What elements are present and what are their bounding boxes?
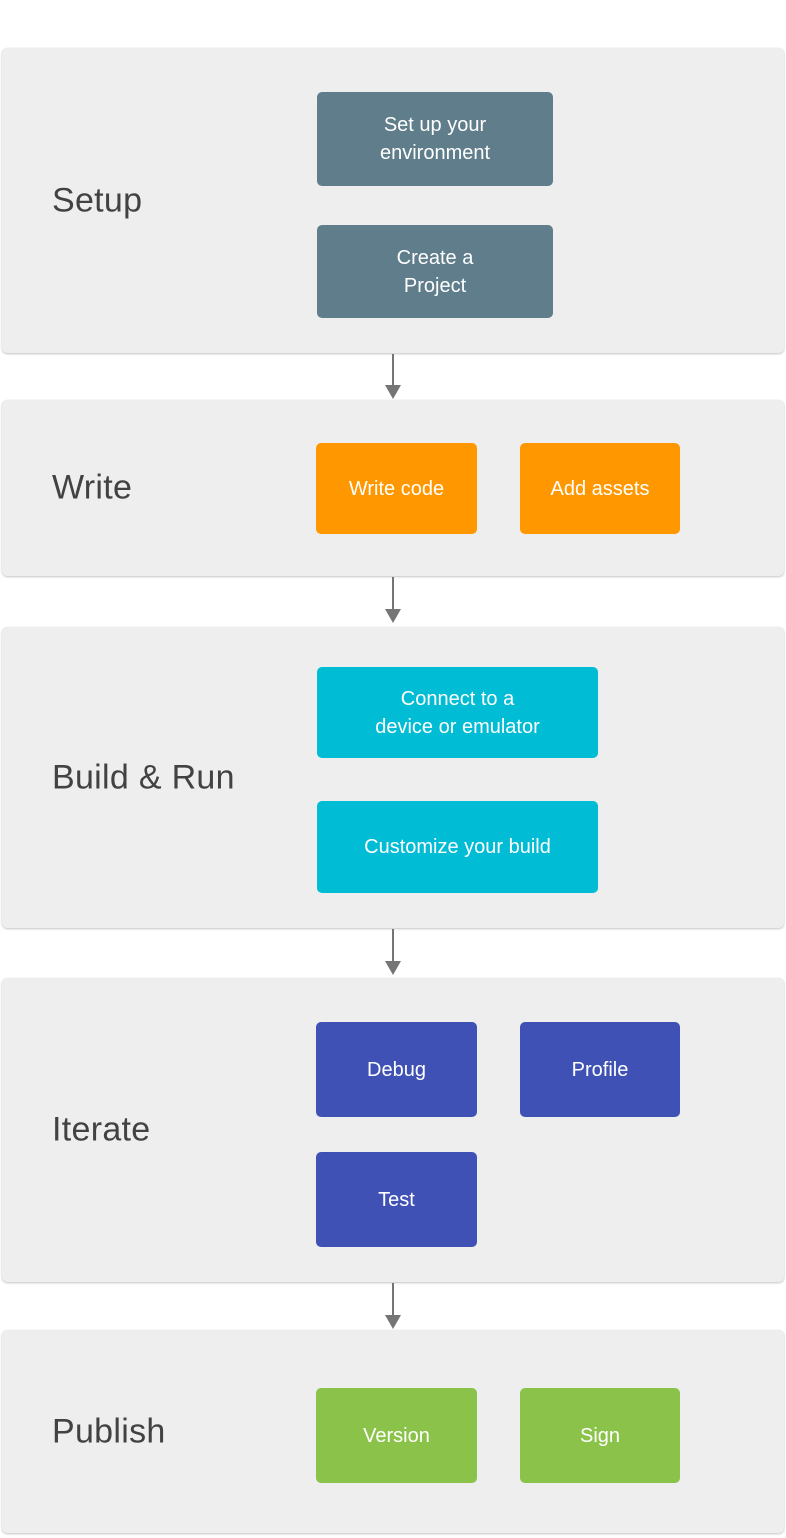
arrow-shaft <box>392 577 394 609</box>
arrow-head-icon <box>385 961 401 975</box>
node-customize-your-build[interactable]: Customize your build <box>317 801 598 893</box>
arrow-head-icon <box>385 609 401 623</box>
section-label-publish: Publish <box>52 1412 166 1450</box>
node-version[interactable]: Version <box>316 1388 477 1483</box>
flow-arrow-1 <box>385 354 401 399</box>
section-label-iterate: Iterate <box>52 1110 151 1149</box>
node-profile[interactable]: Profile <box>520 1022 680 1117</box>
section-build-run: Build & Run Connect to a device or emulat… <box>2 627 784 928</box>
node-connect-to-a-device-or-emulator[interactable]: Connect to a device or emulator <box>317 667 598 758</box>
node-add-assets[interactable]: Add assets <box>520 443 680 534</box>
node-sign[interactable]: Sign <box>520 1388 680 1483</box>
arrow-head-icon <box>385 1315 401 1329</box>
node-write-code[interactable]: Write code <box>316 443 477 534</box>
section-label-write: Write <box>52 468 133 507</box>
section-publish: Publish Version Sign <box>2 1330 784 1533</box>
node-set-up-your-environment[interactable]: Set up your environment <box>317 92 553 186</box>
arrow-head-icon <box>385 385 401 399</box>
arrow-shaft <box>392 354 394 385</box>
flow-arrow-2 <box>385 577 401 623</box>
arrow-shaft <box>392 1283 394 1315</box>
section-write: Write Write code Add assets <box>2 400 784 576</box>
node-create-a-project[interactable]: Create a Project <box>317 225 553 318</box>
section-label-setup: Setup <box>52 181 143 219</box>
node-test[interactable]: Test <box>316 1152 477 1247</box>
node-debug[interactable]: Debug <box>316 1022 477 1117</box>
flow-arrow-4 <box>385 1283 401 1329</box>
arrow-shaft <box>392 929 394 961</box>
section-label-build-run: Build & Run <box>52 758 235 796</box>
flow-arrow-3 <box>385 929 401 975</box>
